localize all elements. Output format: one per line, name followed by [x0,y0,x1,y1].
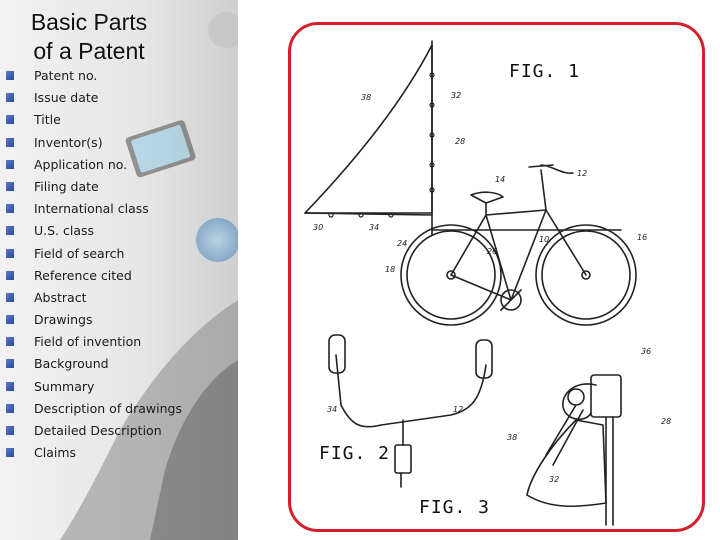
slide-title: Basic Parts of a Patent [0,8,178,66]
list-item-label: Application no. [34,156,128,172]
list-item-label: Field of search [34,245,125,261]
list-item: Patent no. [6,66,182,88]
reference-number: 38 [507,433,518,442]
list-item-label: Field of invention [34,334,142,350]
list-item: Description of drawings [6,399,182,421]
list-item: Abstract [6,288,182,310]
list-item: U.S. class [6,221,182,243]
bike-frame [450,209,587,301]
list-item: Filing date [6,177,182,199]
list-item-label: Abstract [34,289,87,305]
list-item-label: Background [34,356,109,372]
list-item: Drawings [6,310,182,332]
list-item-label: Claims [34,445,77,461]
list-item-label: Issue date [34,90,99,106]
decorative-background-art [60,12,238,540]
list-item-label: Patent no. [34,68,98,83]
bullet-icon [6,115,14,125]
list-item-label: Filing date [34,178,99,194]
bullet-icon [6,93,14,103]
reference-number: 30 [313,223,324,232]
bullet-icon [6,137,14,147]
left-panel-background [0,0,238,540]
list-item: Background [6,354,182,376]
reference-number: 14 [495,175,506,184]
reference-number: 36 [641,347,652,356]
list-item: International class [6,199,182,221]
list-item-label: Detailed Description [34,423,162,438]
bullet-icon [6,71,14,80]
reference-number: 16 [637,233,648,242]
bullet-icon [6,337,14,347]
fig1-label: FIG. 1 [509,61,581,82]
list-item: Issue date [6,88,182,110]
list-item: Reference cited [6,266,182,288]
fig2-label: FIG. 2 [319,443,391,464]
bullet-icon [6,359,14,369]
fig3-label: FIG. 3 [419,497,491,518]
bullet-icon [6,181,14,191]
bullet-icon [6,292,14,302]
reference-number: 34 [327,405,338,414]
reference-number: 12 [453,405,464,414]
bullet-icon [6,315,14,325]
bullet-icon [6,403,14,413]
reference-number: 24 [397,239,408,248]
bullet-icon [6,159,14,169]
list-item: Claims [6,443,182,465]
reference-number: 12 [577,169,588,178]
list-item-label: Inventor(s) [34,134,103,150]
reference-number: 34 [369,223,380,232]
bullet-icon [6,204,14,214]
reference-number: 38 [361,93,372,102]
patent-drawing-frame: FIG. 1 FIG. 2 FIG. 3 38 32 28 14 12 30 3… [288,22,705,532]
reference-number: 32 [451,91,462,100]
bullet-icon [6,270,14,280]
handlebar-drawing [335,354,487,428]
front-wheel [535,224,637,326]
list-item: Field of invention [6,332,182,354]
slide-title-line2: of a Patent [33,38,145,64]
reference-number: 26 [487,247,498,256]
rear-wheel [400,224,502,326]
reference-number: 32 [549,475,560,484]
bullet-icon [6,248,14,258]
folded-sail [526,419,607,508]
list-item-label: Title [34,112,61,128]
list-item-label: Drawings [34,312,93,328]
reference-number: 10 [539,235,550,244]
reference-number: 28 [455,137,466,146]
reference-number: 28 [661,417,672,426]
list-item: Title [6,110,182,132]
patent-drawing-illustration [304,40,637,526]
list-item-label: International class [34,201,149,217]
list-item-label: Description of drawings [34,400,182,416]
list-item-label: Reference cited [34,267,132,283]
sail-shape [304,44,433,214]
bullet-icon [6,226,14,236]
list-item: Inventor(s) [6,133,182,155]
bullet-icon [6,448,14,458]
list-item-label: U.S. class [34,223,95,239]
slide-title-line1: Basic Parts [30,9,148,35]
list-item: Application no. [6,155,182,177]
bullet-icon [6,426,14,435]
mount-clamp [590,374,622,418]
list-item: Summary [6,377,182,399]
list-item: Detailed Description [6,421,182,443]
list-item: Field of search [6,244,182,266]
bullet-icon [6,381,14,391]
reference-number: 18 [385,265,396,274]
list-item-label: Summary [34,378,95,394]
